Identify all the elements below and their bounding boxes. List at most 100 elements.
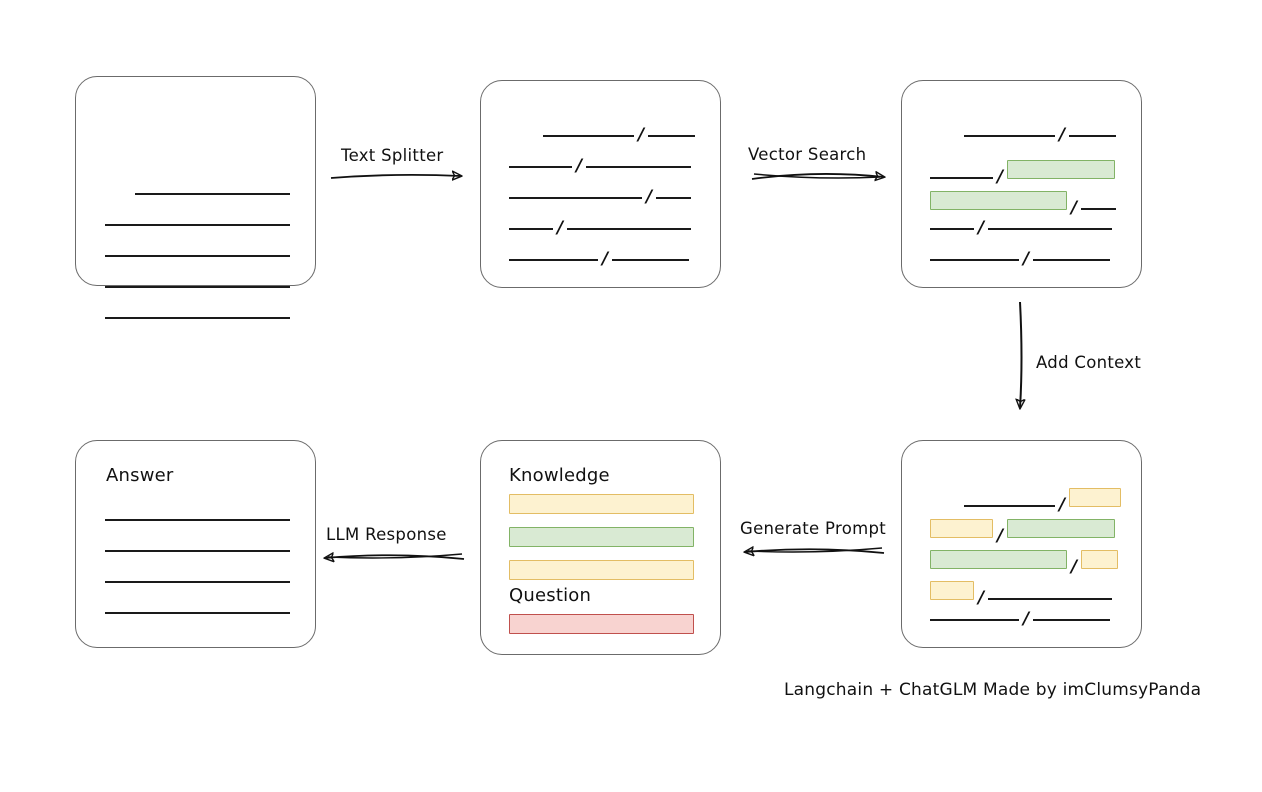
text-line: / [964,125,1117,145]
line-segment [930,228,974,230]
node-vector-matches[interactable]: / / / / / [901,80,1142,288]
slash-mark: / [576,156,583,176]
knowledge-bar-yellow-2 [509,560,694,580]
highlight-chip-yellow [1069,488,1122,507]
line-segment [509,197,642,199]
text-line: / [930,151,1116,186]
slash-mark: / [997,167,1004,187]
line-segment [509,166,572,168]
line-segment [612,259,690,261]
slash-mark: / [978,588,985,608]
slash-mark: / [602,249,609,269]
arrow-vector-search [751,174,884,179]
slash-mark: / [1071,557,1078,577]
knowledge-bar-green-1 [509,527,694,547]
line-segment [105,224,290,226]
slash-mark: / [646,187,653,207]
line-segment [988,598,1113,600]
knowledge-bar-yellow-1 [509,494,694,514]
text-line [105,286,290,288]
line-segment [988,228,1113,230]
line-segment [105,612,290,614]
diagram-caption: Langchain + ChatGLM Made by imClumsyPand… [784,680,1202,700]
node-generated-prompt[interactable]: Knowledge Question [480,440,721,655]
text-line: / [930,218,1113,238]
arrow-label-vector-search: Vector Search [748,145,867,164]
text-line: / [543,125,696,145]
text-line: / [509,249,690,269]
text-line [105,550,290,552]
text-line [105,519,290,521]
text-line: / [930,510,1116,545]
line-segment [105,550,290,552]
slash-mark: / [997,526,1004,546]
arrow-llm-response [325,554,465,559]
arrow-label-add-context: Add Context [1036,353,1142,372]
arrow-generate-prompt [745,548,885,553]
text-line [135,193,290,195]
highlight-chip-yellow [930,519,993,538]
text-line: / [930,541,1119,576]
knowledge-label: Knowledge [509,465,610,486]
arrow-label-text-splitter: Text Splitter [341,146,444,165]
line-segment [648,135,696,137]
highlight-chip-green [930,191,1067,210]
text-line: / [964,479,1122,514]
highlight-chip-green [930,550,1067,569]
line-segment [105,286,290,288]
line-segment [509,259,598,261]
line-segment [105,581,290,583]
slash-mark: / [1023,609,1030,629]
line-segment [930,177,993,179]
line-segment [509,228,553,230]
question-bar-red [509,614,694,634]
text-line: / [509,156,692,176]
text-line: / [509,187,692,207]
slash-mark: / [978,218,985,238]
text-line: / [930,182,1117,217]
text-line [105,612,290,614]
text-line [105,581,290,583]
node-source-document[interactable] [75,76,316,319]
text-line [105,255,290,257]
line-segment [135,193,290,195]
slash-mark: / [638,125,645,145]
text-line: / [930,609,1111,629]
slash-mark: / [1059,125,1066,145]
slash-mark: / [1071,198,1078,218]
line-segment [586,166,692,168]
arrow-label-llm-response: LLM Response [326,525,447,544]
text-line: / [930,572,1113,607]
text-line [105,317,290,319]
arrow-label-generate-prompt: Generate Prompt [740,519,886,538]
answer-label: Answer [106,465,174,486]
line-segment [567,228,692,230]
text-line [105,224,290,226]
line-segment [964,505,1055,507]
line-segment [105,255,290,257]
line-segment [1081,208,1117,210]
node-split-chunks[interactable]: / / / / / [480,80,721,288]
line-segment [930,619,1019,621]
slash-mark: / [1059,495,1066,515]
question-label: Question [509,585,592,606]
arrow-text-splitter [330,175,461,178]
text-line: / [930,249,1111,269]
line-segment [1069,135,1117,137]
slash-mark: / [557,218,564,238]
line-segment [1033,259,1111,261]
node-answer[interactable]: Answer [75,440,316,648]
line-segment [930,259,1019,261]
line-segment [543,135,634,137]
highlight-chip-yellow [930,581,974,600]
line-segment [1033,619,1111,621]
node-context-added[interactable]: / / / / / [901,440,1142,648]
highlight-chip-green [1007,160,1116,179]
line-segment [964,135,1055,137]
slash-mark: / [1023,249,1030,269]
line-segment [105,317,290,319]
text-line: / [509,218,692,238]
line-segment [105,519,290,521]
highlight-chip-yellow [1081,550,1119,569]
